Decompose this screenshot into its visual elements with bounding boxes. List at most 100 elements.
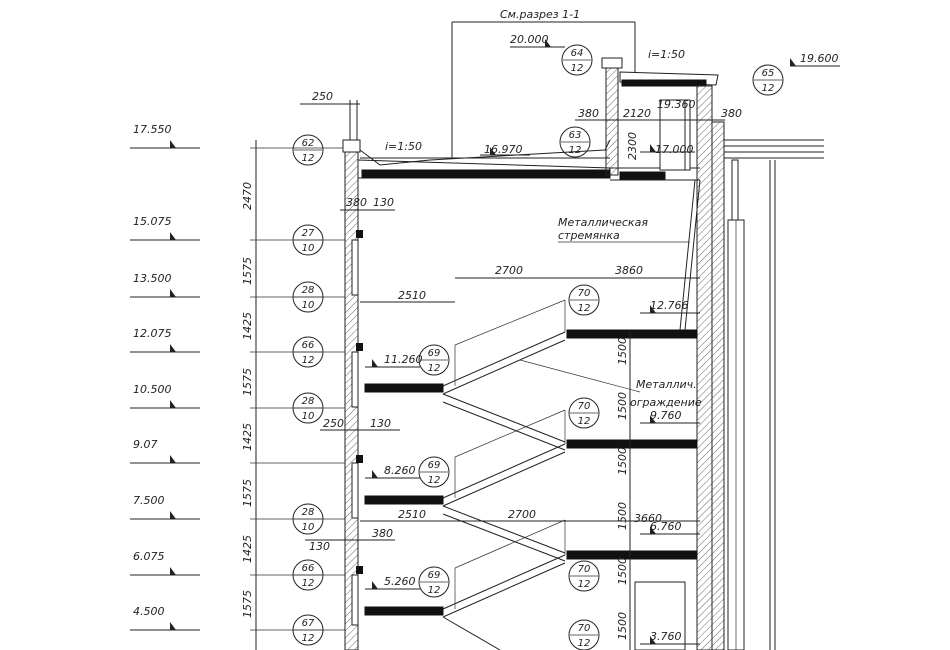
svg-text:i=1:50: i=1:50 (385, 140, 422, 153)
height-dim: 1425 (241, 312, 254, 340)
top-marks: 20.000 19.600 19.360 16.970 17.000 i=1:5… (385, 33, 840, 156)
stair-flights (442, 299, 566, 650)
svg-text:3.760: 3.760 (650, 630, 682, 643)
svg-text:250: 250 (323, 417, 344, 430)
svg-text:12: 12 (571, 63, 584, 74)
svg-text:13.500: 13.500 (133, 272, 172, 285)
svg-text:17.000: 17.000 (655, 143, 694, 156)
svg-text:7.500: 7.500 (133, 494, 165, 507)
level-mark: 15.075 (130, 215, 200, 241)
right-structure (711, 121, 824, 650)
svg-text:130: 130 (373, 196, 394, 209)
svg-text:2510: 2510 (398, 289, 426, 302)
svg-text:250: 250 (312, 90, 333, 103)
height-dim: 1425 (241, 535, 254, 563)
notes: Металлическая стремянка Металлич. огражд… (519, 216, 702, 409)
svg-text:69: 69 (428, 460, 441, 471)
svg-text:1500: 1500 (616, 612, 629, 640)
svg-text:10: 10 (302, 411, 315, 422)
svg-text:12.075: 12.075 (133, 327, 172, 340)
svg-text:12: 12 (302, 578, 315, 589)
svg-text:70: 70 (578, 623, 591, 634)
svg-text:15.075: 15.075 (133, 215, 172, 228)
level-mark: 17.550 (130, 123, 200, 149)
height-dim: 1425 (241, 423, 254, 451)
svg-text:6.075: 6.075 (133, 550, 165, 563)
svg-text:380: 380 (372, 527, 393, 540)
svg-text:130: 130 (370, 417, 391, 430)
svg-text:1500: 1500 (616, 392, 629, 420)
svg-text:12: 12 (302, 153, 315, 164)
svg-text:12: 12 (578, 416, 591, 427)
svg-text:8.260: 8.260 (384, 464, 416, 477)
svg-text:28: 28 (302, 507, 315, 518)
level-marks-left: 17.550 15.075 13.500 12.075 10.500 9.07 … (130, 123, 200, 631)
svg-text:2300: 2300 (626, 132, 639, 160)
svg-text:12: 12 (428, 475, 441, 486)
svg-text:3660: 3660 (634, 512, 662, 525)
svg-text:69: 69 (428, 570, 441, 581)
svg-text:12: 12 (302, 633, 315, 644)
svg-text:70: 70 (578, 564, 591, 575)
landing-marks: 12.766 11.260 9.760 8.260 6.760 5.260 3.… (365, 299, 700, 645)
svg-text:65: 65 (762, 68, 775, 79)
svg-text:62: 62 (302, 138, 315, 149)
svg-text:380: 380 (578, 107, 599, 120)
svg-text:12: 12 (762, 83, 775, 94)
svg-text:19.600: 19.600 (800, 52, 839, 65)
level-mark: 9.07 (130, 438, 200, 464)
svg-text:2700: 2700 (495, 264, 523, 277)
level-mark: 6.075 (130, 550, 200, 576)
svg-text:3860: 3860 (615, 264, 643, 277)
svg-text:69: 69 (428, 348, 441, 359)
svg-text:27: 27 (302, 228, 315, 239)
door-opening (634, 581, 686, 650)
svg-text:63: 63 (569, 130, 582, 141)
svg-text:12: 12 (302, 355, 315, 366)
svg-text:12: 12 (428, 363, 441, 374)
svg-text:64: 64 (571, 48, 584, 59)
landings (364, 329, 698, 616)
svg-text:67: 67 (302, 618, 315, 629)
svg-text:11.260: 11.260 (384, 353, 423, 366)
level-mark: 7.500 (130, 494, 200, 520)
height-dim: 1575 (241, 368, 254, 396)
svg-text:10: 10 (302, 522, 315, 533)
svg-text:16.970: 16.970 (484, 143, 523, 156)
svg-text:12: 12 (428, 585, 441, 596)
svg-text:Металлическая: Металлическая (558, 216, 648, 229)
level-mark: 4.500 (130, 605, 200, 631)
svg-text:70: 70 (578, 288, 591, 299)
height-dim: 2470 (241, 182, 254, 210)
svg-text:10.500: 10.500 (133, 383, 172, 396)
height-dim: 1575 (241, 590, 254, 618)
svg-text:1500: 1500 (616, 337, 629, 365)
svg-text:9.07: 9.07 (133, 438, 158, 451)
svg-text:5.260: 5.260 (384, 575, 416, 588)
svg-text:4.500: 4.500 (133, 605, 165, 618)
height-dim: 1575 (241, 257, 254, 285)
svg-text:130: 130 (309, 540, 330, 553)
svg-text:1500: 1500 (616, 447, 629, 475)
svg-text:70: 70 (578, 401, 591, 412)
svg-text:28: 28 (302, 396, 315, 407)
svg-text:10: 10 (302, 243, 315, 254)
